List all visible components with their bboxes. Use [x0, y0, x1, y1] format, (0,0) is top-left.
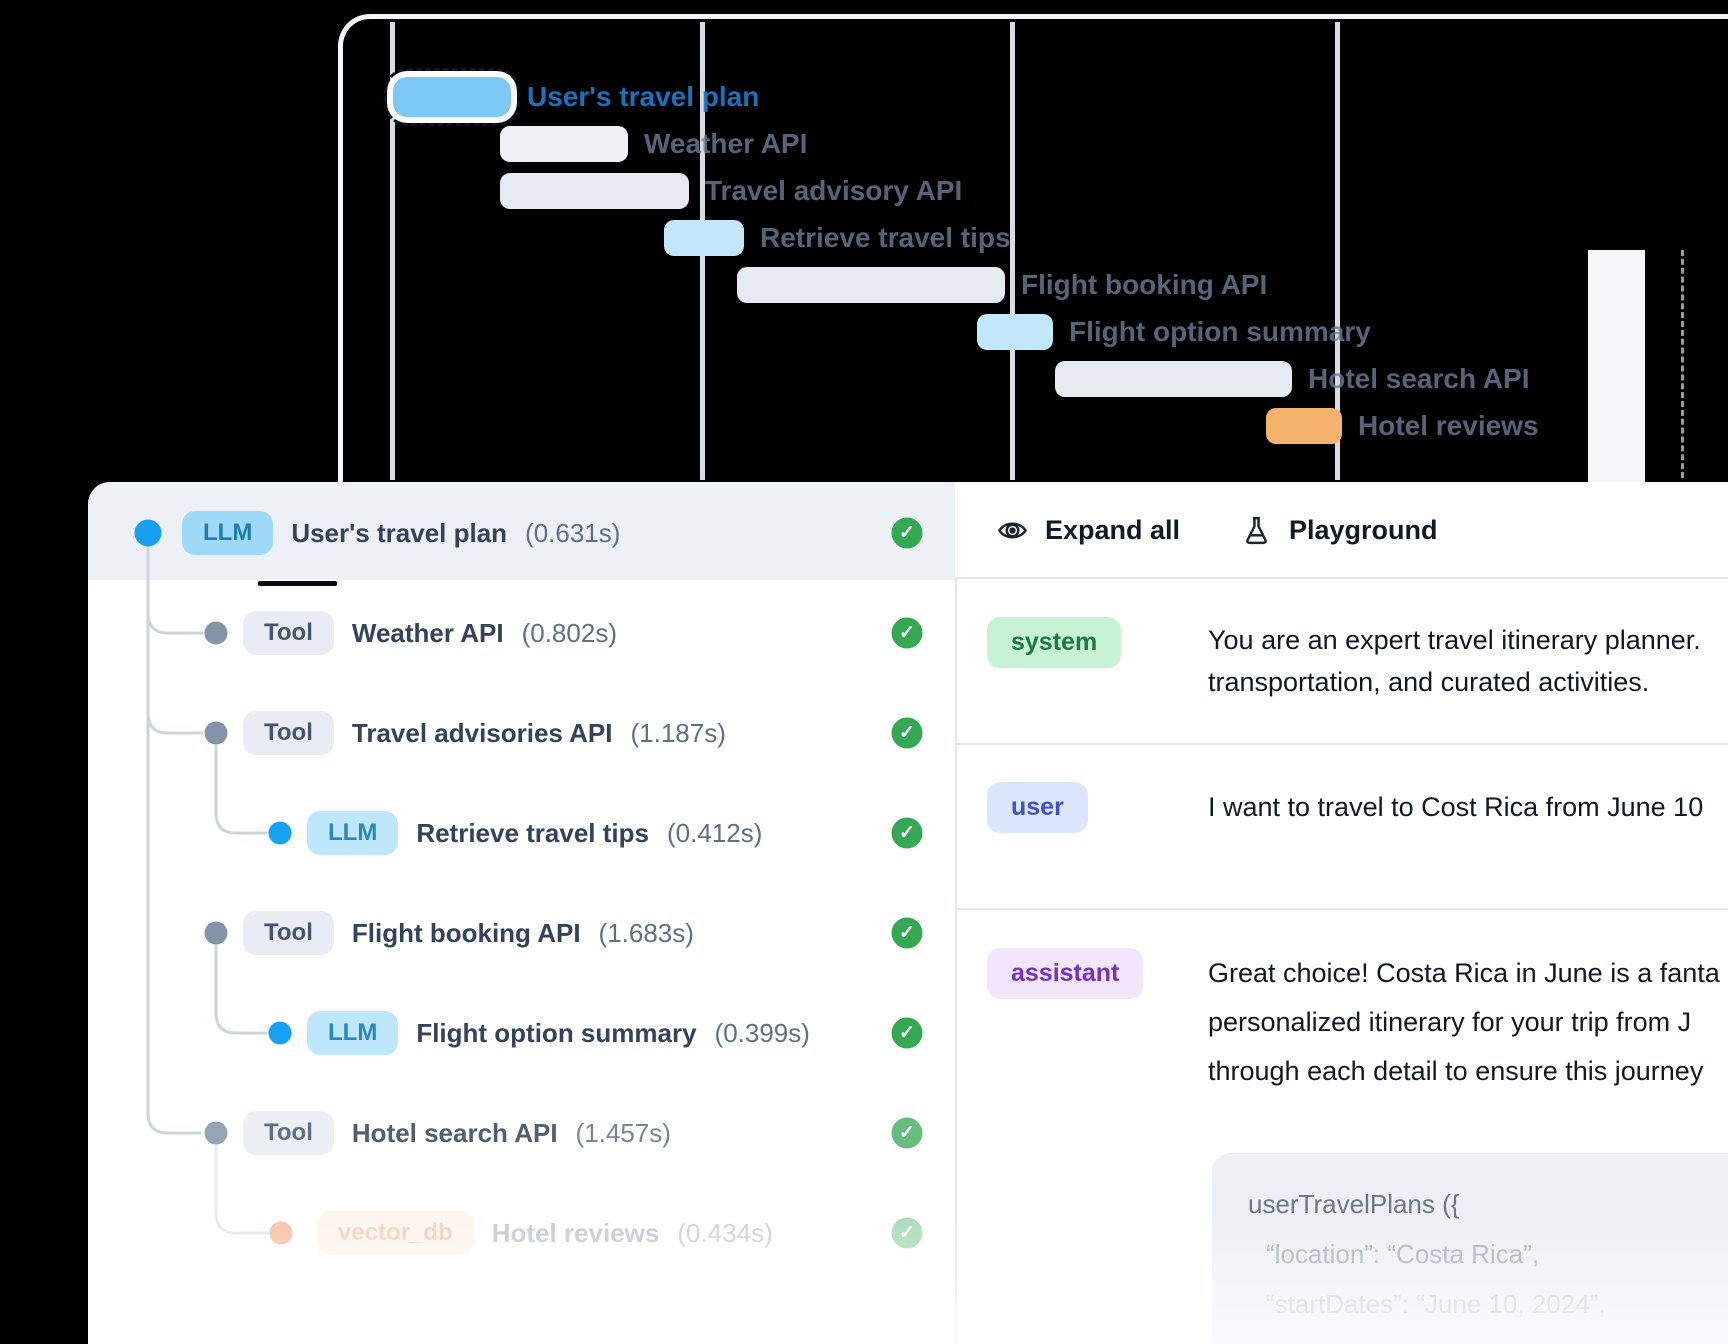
- message-line: personalized itinerary for your trip fro…: [1208, 1007, 1692, 1037]
- trace-title: Travel advisories API: [351, 717, 613, 748]
- assistant-message: Great choice! Costa Rica in June is a fa…: [1208, 949, 1728, 1096]
- trace-duration: (1.457s): [575, 1117, 671, 1148]
- span-label: Hotel reviews: [1358, 410, 1539, 441]
- trace-node-dot[interactable]: [204, 921, 228, 945]
- section-divider: [955, 743, 1728, 745]
- trace-row-hotel-search-api[interactable]: Tool Hotel search API (1.457s): [243, 1105, 671, 1161]
- trace-duration: (1.187s): [630, 717, 726, 748]
- trace-node-dot[interactable]: [269, 1221, 293, 1245]
- span-label: Travel advisory API: [705, 175, 963, 206]
- waterfall-panel: [338, 14, 1728, 487]
- span-bar-weather-api[interactable]: [500, 126, 628, 162]
- message-line: Great choice! Costa Rica in June is a fa…: [1208, 958, 1720, 988]
- trace-title: Flight booking API: [351, 917, 581, 948]
- status-success-icon: ✓: [891, 917, 923, 949]
- trace-duration: (0.399s): [714, 1017, 810, 1048]
- trace-title: Hotel search API: [351, 1117, 558, 1148]
- gridline: [1335, 22, 1340, 480]
- trace-node-dot[interactable]: [204, 621, 228, 645]
- role-badge-system: system: [987, 617, 1122, 668]
- trace-title: Retrieve travel tips: [416, 817, 649, 848]
- trace-node-dot[interactable]: [204, 1121, 228, 1145]
- trace-row-flight-booking-api[interactable]: Tool Flight booking API (1.683s): [243, 905, 694, 961]
- trace-title: User's travel plan: [291, 517, 508, 548]
- message-line: You are an expert travel itinerary plann…: [1208, 625, 1701, 655]
- status-success-icon: ✓: [891, 1217, 923, 1249]
- code-line: “location”: “Costa Rica”,: [1266, 1239, 1540, 1269]
- trace-node-dot[interactable]: [268, 821, 292, 845]
- span-bar-hotel-search-api[interactable]: [1055, 361, 1292, 397]
- type-badge-vector-db: vector_db: [317, 1211, 474, 1255]
- trace-row-weather-api[interactable]: Tool Weather API (0.802s): [243, 605, 617, 661]
- code-line: userTravelPlans ({: [1248, 1189, 1460, 1219]
- playground-label: Playground: [1289, 514, 1438, 545]
- span-bar-retrieve-travel-tips[interactable]: [664, 220, 744, 256]
- trace-duration: (0.631s): [525, 517, 621, 548]
- span-bar-hotel-reviews[interactable]: [1266, 408, 1342, 444]
- status-success-icon: ✓: [891, 1017, 923, 1049]
- section-divider: [955, 577, 1728, 579]
- gridline: [1010, 22, 1015, 480]
- playground-button[interactable]: Playground: [1240, 505, 1438, 555]
- type-badge-tool: Tool: [243, 911, 334, 955]
- trace-duration: (1.683s): [598, 917, 694, 948]
- system-message: You are an expert travel itinerary plann…: [1208, 619, 1728, 703]
- gridline: [390, 22, 395, 480]
- span-label: Hotel search API: [1308, 363, 1530, 394]
- type-badge-llm: LLM: [182, 511, 274, 555]
- status-success-icon: ✓: [891, 817, 923, 849]
- span-bar-users-travel-plan[interactable]: [384, 68, 520, 126]
- span-label: User's travel plan: [527, 81, 760, 112]
- trace-duration: (0.802s): [521, 617, 617, 648]
- message-line: transportation, and curated activities.: [1208, 667, 1650, 697]
- expand-all-label: Expand all: [1045, 514, 1181, 545]
- status-success-icon: ✓: [891, 1117, 923, 1149]
- trace-row-travel-advisories-api[interactable]: Tool Travel advisories API (1.187s): [243, 705, 726, 761]
- eye-icon: [997, 522, 1028, 538]
- type-badge-tool: Tool: [243, 1111, 334, 1155]
- span-label: Flight booking API: [1021, 269, 1268, 300]
- expand-all-button[interactable]: Expand all: [996, 505, 1180, 555]
- status-success-icon: ✓: [891, 717, 923, 749]
- trace-title: Flight option summary: [416, 1017, 697, 1048]
- trace-node-dot[interactable]: [268, 1021, 292, 1045]
- role-badge-assistant: assistant: [987, 948, 1144, 999]
- span-bar-travel-advisory-api[interactable]: [500, 173, 689, 209]
- status-success-icon: ✓: [891, 517, 923, 549]
- message-line: through each detail to ensure this journ…: [1208, 1056, 1704, 1086]
- trace-node-dot[interactable]: [204, 721, 228, 745]
- trace-title: Hotel reviews: [491, 1217, 660, 1248]
- trace-duration: (0.434s): [677, 1217, 773, 1248]
- trace-row-users-travel-plan[interactable]: LLM User's travel plan (0.631s): [182, 505, 620, 561]
- span-label: Weather API: [644, 128, 808, 159]
- trace-row-retrieve-travel-tips[interactable]: LLM Retrieve travel tips (0.412s): [307, 805, 762, 861]
- trace-duration: (0.412s): [666, 817, 763, 848]
- trace-title: Weather API: [351, 617, 504, 648]
- divider-artifact: [258, 581, 337, 586]
- panel-divider[interactable]: [955, 577, 957, 1344]
- trace-row-hotel-reviews[interactable]: vector_db Hotel reviews (0.434s): [317, 1205, 773, 1261]
- span-bar-flight-booking-api[interactable]: [737, 267, 1005, 303]
- flask-icon: [1246, 516, 1267, 544]
- resize-guide-dashed-line[interactable]: [1681, 250, 1684, 478]
- span-label: Flight option summary: [1069, 316, 1371, 347]
- type-badge-llm: LLM: [307, 811, 399, 855]
- code-line: “startDates”: “June 10, 2024”,: [1266, 1289, 1606, 1319]
- user-message: I want to travel to Cost Rica from June …: [1208, 786, 1728, 828]
- message-line: I want to travel to Cost Rica from June …: [1208, 792, 1704, 822]
- span-label: Retrieve travel tips: [760, 222, 1011, 253]
- span-bar-flight-option-summary[interactable]: [977, 314, 1053, 350]
- tool-call-code-block: userTravelPlans ({ “location”: “Costa Ri…: [1212, 1153, 1728, 1344]
- panel-edge-strip: [1588, 250, 1645, 482]
- trace-row-flight-option-summary[interactable]: LLM Flight option summary (0.399s): [307, 1005, 810, 1061]
- type-badge-tool: Tool: [243, 611, 334, 655]
- section-divider: [955, 908, 1728, 910]
- role-badge-user: user: [987, 782, 1088, 833]
- trace-node-dot[interactable]: [134, 519, 162, 547]
- trace-details-card: LLM User's travel plan (0.631s) ✓ Tool W…: [88, 482, 1728, 1344]
- status-success-icon: ✓: [891, 617, 923, 649]
- type-badge-tool: Tool: [243, 711, 334, 755]
- type-badge-llm: LLM: [307, 1011, 399, 1055]
